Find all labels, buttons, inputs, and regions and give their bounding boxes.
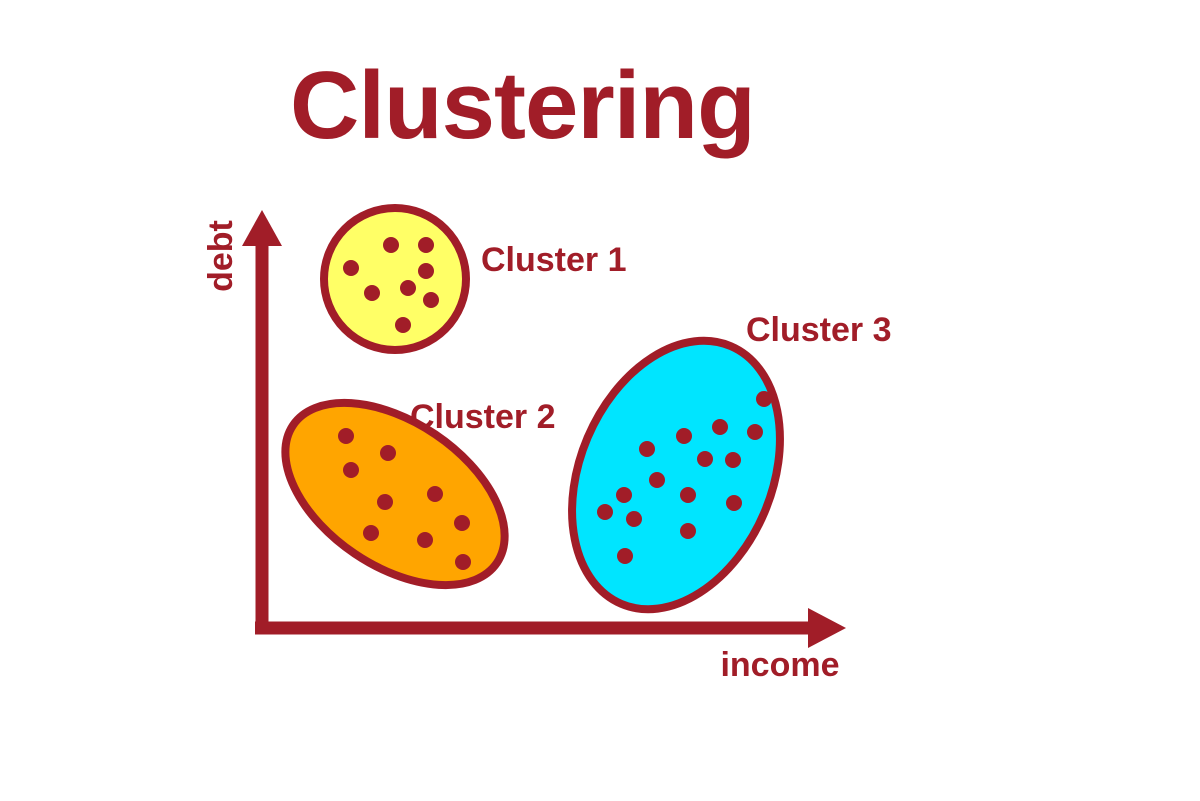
cluster-3-point (597, 504, 613, 520)
cluster-2-point (454, 515, 470, 531)
cluster-2-point (417, 532, 433, 548)
cluster-1-point (418, 237, 434, 253)
cluster-2-point (455, 554, 471, 570)
cluster-3-point (726, 495, 742, 511)
cluster-1-label: Cluster 1 (481, 241, 627, 279)
cluster-2: Cluster 2 (281, 398, 556, 590)
cluster-3-label: Cluster 3 (746, 311, 892, 349)
cluster-3-point (747, 424, 763, 440)
cluster-2-point (338, 428, 354, 444)
x-axis-label: income (720, 646, 839, 684)
cluster-3-point (725, 452, 741, 468)
cluster-1-point (383, 237, 399, 253)
cluster-3-point (680, 523, 696, 539)
cluster-1-point (423, 292, 439, 308)
cluster-3: Cluster 3 (568, 311, 892, 614)
cluster-3-point (756, 391, 772, 407)
cluster-3-point (617, 548, 633, 564)
cluster-2-label: Cluster 2 (410, 398, 556, 436)
cluster-3-point (697, 451, 713, 467)
cluster-3-point (639, 441, 655, 457)
cluster-1-point (418, 263, 434, 279)
cluster-2-point (343, 462, 359, 478)
cluster-3-point (649, 472, 665, 488)
cluster-3-points (597, 391, 772, 564)
cluster-2-point (427, 486, 443, 502)
cluster-2-point (380, 445, 396, 461)
cluster-1-points (343, 237, 439, 333)
x-axis-arrowhead (808, 608, 846, 648)
cluster-1-point (364, 285, 380, 301)
cluster-3-point (680, 487, 696, 503)
cluster-3-region (568, 336, 784, 614)
cluster-1-point (343, 260, 359, 276)
cluster-1-point (400, 280, 416, 296)
cluster-2-points (338, 428, 471, 570)
cluster-3-point (712, 419, 728, 435)
page-title: Clustering (290, 52, 756, 159)
cluster-1-point (395, 317, 411, 333)
cluster-3-point (626, 511, 642, 527)
cluster-2-point (363, 525, 379, 541)
cluster-3-point (676, 428, 692, 444)
cluster-1-region (320, 204, 470, 354)
cluster-2-point (377, 494, 393, 510)
y-axis-arrowhead (242, 210, 282, 246)
cluster-2-region (281, 398, 509, 590)
axes (242, 210, 846, 648)
cluster-3-point (616, 487, 632, 503)
y-axis-label: debt (202, 220, 240, 292)
cluster-1: Cluster 1 (320, 204, 627, 354)
